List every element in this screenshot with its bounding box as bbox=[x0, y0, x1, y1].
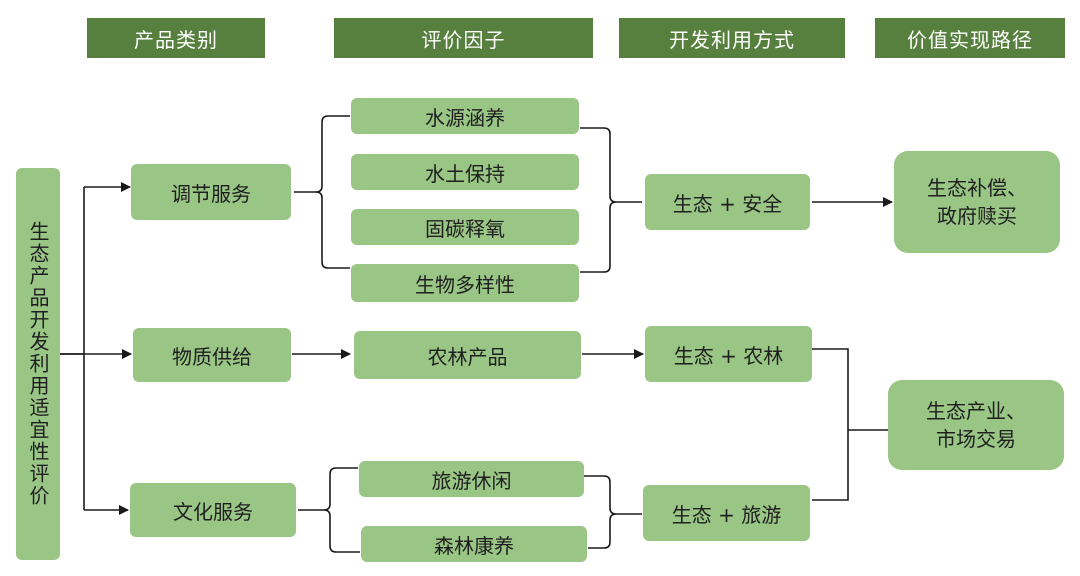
safety-brace bbox=[580, 127, 642, 273]
culture-brace bbox=[298, 467, 360, 553]
factor-carbon-fixation: 固碳释氧 bbox=[351, 209, 579, 245]
header-path: 价值实现路径 bbox=[875, 18, 1065, 58]
factor-water-conservation: 水源涵养 bbox=[351, 98, 579, 134]
header-mode: 开发利用方式 bbox=[619, 18, 845, 58]
tourism-brace bbox=[584, 475, 642, 549]
factor-soil-conservation: 水土保持 bbox=[351, 154, 579, 190]
mode-eco-agriforest: 生态 + 农林 bbox=[645, 326, 812, 382]
path-industry: 生态产业、 市场交易 bbox=[888, 380, 1064, 470]
category-material: 物质供给 bbox=[133, 328, 291, 382]
factor-tourism-leisure: 旅游休闲 bbox=[359, 461, 584, 497]
path-compensation-line2: 政府赎买 bbox=[937, 204, 1017, 228]
mode-eco-safety: 生态 + 安全 bbox=[645, 174, 810, 230]
header-category: 产品类别 bbox=[87, 18, 265, 58]
path-industry-line1: 生态产业、 bbox=[926, 399, 1026, 423]
root-node: 生态产品开发利用适宜性评价 bbox=[16, 168, 60, 560]
path-industry-line2: 市场交易 bbox=[936, 427, 1016, 451]
factor-agri-forest-products: 农林产品 bbox=[354, 331, 581, 379]
factor-biodiversity: 生物多样性 bbox=[351, 264, 579, 302]
root-label: 生态产品开发利用适宜性评价 bbox=[26, 221, 50, 507]
mode-eco-tourism: 生态 + 旅游 bbox=[643, 485, 810, 541]
factor-forest-wellness: 森林康养 bbox=[361, 526, 587, 562]
path-compensation: 生态补偿、 政府赎买 bbox=[894, 151, 1060, 253]
regulate-brace bbox=[294, 115, 350, 269]
category-culture: 文化服务 bbox=[130, 483, 296, 537]
category-regulate: 调节服务 bbox=[131, 164, 291, 220]
industry-merge bbox=[812, 348, 888, 501]
header-factor: 评价因子 bbox=[334, 18, 593, 58]
path-compensation-line1: 生态补偿、 bbox=[927, 176, 1027, 200]
